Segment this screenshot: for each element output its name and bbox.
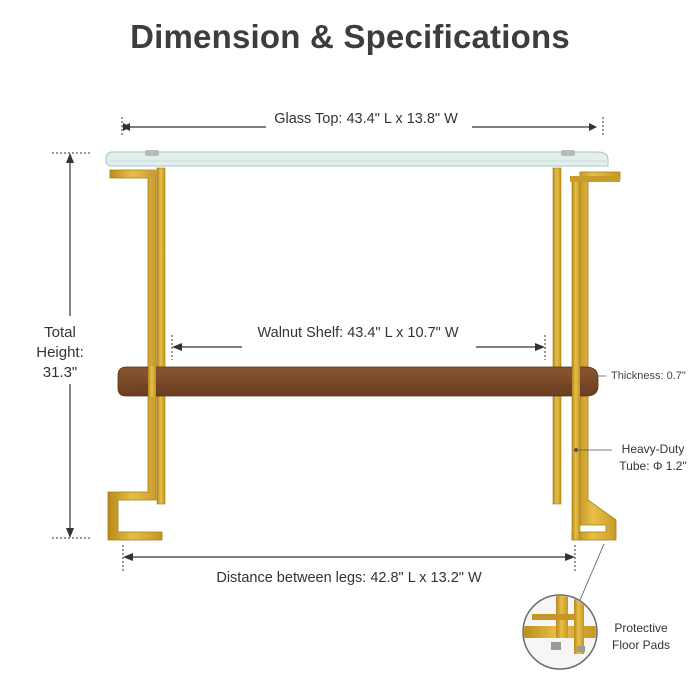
glass-top-label: Glass Top: 43.4" L x 13.8" W <box>268 111 464 127</box>
total-height-line3: 31.3" <box>42 364 78 381</box>
page-title: Dimension & Specifications <box>130 18 570 55</box>
floor-pads-line1: Protective <box>614 621 668 635</box>
floor-pad-detail <box>522 594 598 670</box>
floor-pads-line2: Floor Pads <box>611 638 671 652</box>
right-leg-frame <box>552 167 621 541</box>
leg-tube-front-left <box>148 366 156 397</box>
height-dimension-line <box>52 152 92 539</box>
pad-leader-line <box>579 543 605 601</box>
glass-top <box>105 150 609 167</box>
shelf-dimension-line <box>171 335 546 360</box>
legs-dimension-line <box>122 545 576 572</box>
glass-top-dimension-line <box>121 117 604 137</box>
total-height-line1: Total <box>44 324 76 341</box>
thickness-label: Thickness: 0.7" <box>611 370 686 382</box>
total-height-line2: Height: <box>36 344 84 361</box>
leg-tube-front-right <box>572 366 580 397</box>
walnut-shelf <box>117 366 599 397</box>
walnut-shelf-label: Walnut Shelf: 43.4" L x 10.7" W <box>251 325 465 341</box>
tube-label: Heavy-Duty Tube: Φ 1.2" <box>612 441 694 475</box>
tube-label-line2: Tube: Φ 1.2" <box>619 459 687 473</box>
legs-distance-label: Distance between legs: 42.8" L x 13.2" W <box>210 570 488 586</box>
floor-pads-label: Protective Floor Pads <box>606 620 676 654</box>
tube-label-line1: Heavy-Duty <box>621 442 685 456</box>
total-height-label: Total Height: 31.3" <box>20 323 100 383</box>
tube-callout <box>574 448 612 452</box>
left-leg-frame <box>107 167 166 541</box>
